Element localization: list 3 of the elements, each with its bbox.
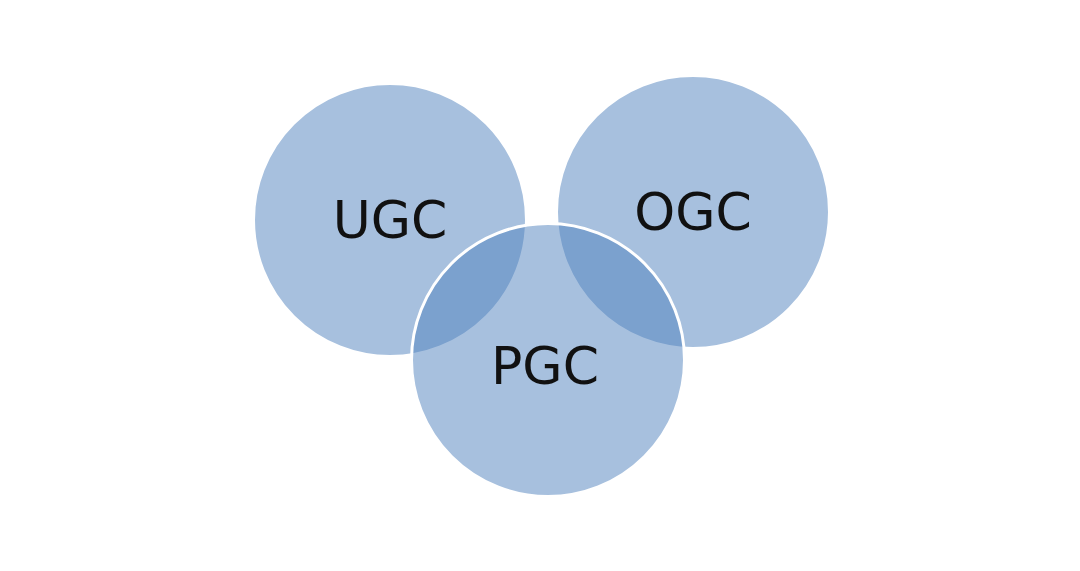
circle-label: UGC [332, 194, 448, 246]
circle-label: OGC [634, 186, 752, 238]
circle-label: PGC [491, 340, 599, 392]
